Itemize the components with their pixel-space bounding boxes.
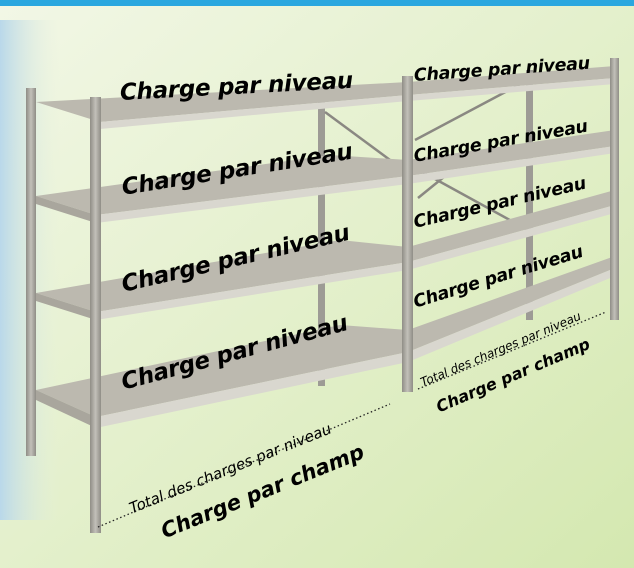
shelf-right-3 <box>408 190 615 270</box>
shelf-left-3 <box>36 240 408 320</box>
shelf-left-2 <box>36 155 408 223</box>
cross-brace-left <box>324 110 391 162</box>
upright-back-left <box>318 96 325 386</box>
upright-front-middle <box>402 76 413 392</box>
shelf-left-1 <box>36 82 408 129</box>
upright-front-right <box>610 58 619 320</box>
upright-back-right <box>526 70 533 320</box>
shelf-left-4 <box>36 325 408 428</box>
dotted-line-left <box>97 403 391 528</box>
dotted-line-right <box>417 311 607 390</box>
upright-front-left <box>90 97 101 533</box>
shelf-right-4 <box>408 256 615 362</box>
top-border <box>0 0 634 6</box>
shelf-right-2 <box>408 130 615 184</box>
upright-front-far-left <box>26 88 36 456</box>
shelf-right-1 <box>408 66 615 101</box>
